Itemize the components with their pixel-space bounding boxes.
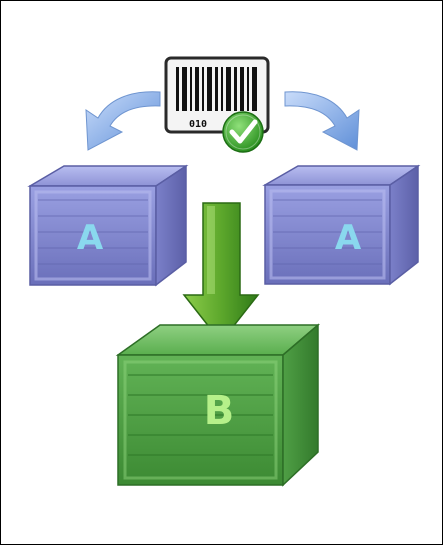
crate-a-right: A xyxy=(262,164,421,286)
crate-label-left: A xyxy=(77,218,104,258)
crate-label-right: A xyxy=(335,218,362,258)
crate-a-left: A xyxy=(27,164,189,287)
crate-label-bottom: B xyxy=(204,388,235,434)
down-arrow-icon xyxy=(182,202,260,344)
barcode-number: 010 xyxy=(189,119,207,130)
curved-arrow-right-icon xyxy=(284,91,360,151)
checkmark-icon xyxy=(222,111,264,153)
curved-arrow-left-icon xyxy=(85,91,161,151)
crate-b-bottom: B xyxy=(115,323,321,487)
